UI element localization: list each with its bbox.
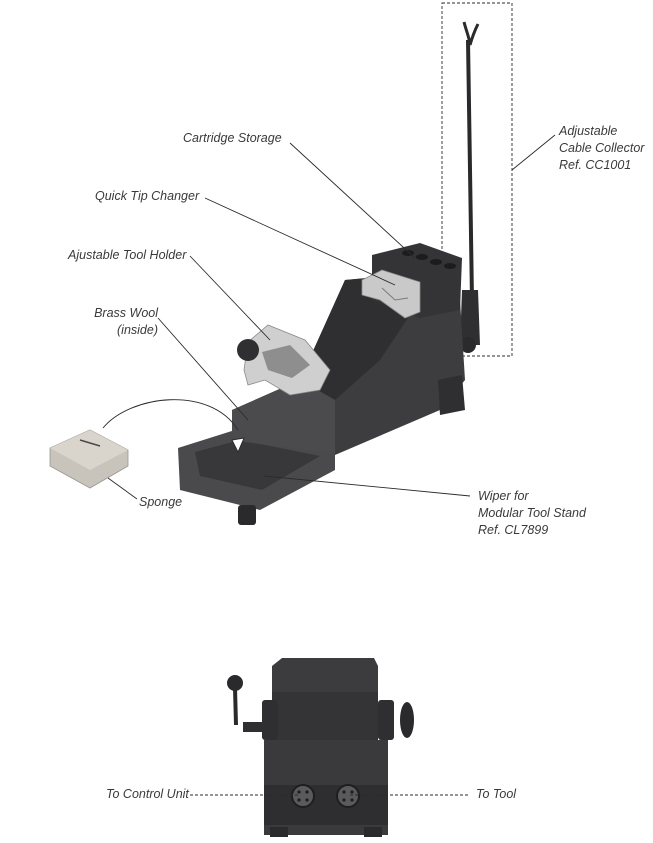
label-brass-wool: Brass Wool (inside) xyxy=(88,305,158,339)
sponge-arrow xyxy=(102,399,239,431)
leader-wiper xyxy=(263,475,471,497)
label-cable-collector: Adjustable Cable Collector Ref. CC1001 xyxy=(559,123,644,174)
label-sponge: Sponge xyxy=(139,495,183,509)
label-to-control-unit: To Control Unit xyxy=(106,787,189,801)
wiper-foot xyxy=(238,505,256,525)
stand-front-face xyxy=(232,380,335,455)
label-tool-holder: Ajustable Tool Holder xyxy=(68,248,187,262)
label-wiper-line3: Ref. CL7899 xyxy=(478,523,549,537)
cable-collector-knob xyxy=(460,337,476,353)
quick-tip-changer xyxy=(361,269,421,319)
wiper-tray-inner xyxy=(195,440,320,490)
sponge-top xyxy=(50,430,128,470)
leader-cartridge-storage xyxy=(289,142,416,259)
label-wiper-line1: Wiper for xyxy=(478,489,529,503)
cable-collector-dashed-box xyxy=(441,2,513,357)
tool-holder-knob xyxy=(237,339,259,361)
tool-holder-opening xyxy=(262,345,310,378)
label-wiper-line2: Modular Tool Stand xyxy=(478,506,586,520)
sponge-arrow-head xyxy=(231,437,245,454)
cable-collector-mount xyxy=(460,290,480,345)
label-cable-collector-line1: Adjustable xyxy=(559,124,618,138)
leader-brass-wool xyxy=(157,317,249,421)
leader-cable-collector xyxy=(511,134,556,171)
cable-collector-clip xyxy=(462,21,480,46)
leader-quick-tip-changer xyxy=(204,197,396,286)
cable-collector-rod xyxy=(466,39,474,301)
stand-right-foot xyxy=(438,375,465,415)
label-to-tool: To Tool xyxy=(476,787,517,801)
label-brass-wool-line2: (inside) xyxy=(117,323,158,337)
label-quick-tip-changer: Quick Tip Changer xyxy=(95,189,200,203)
label-wiper: Wiper for Modular Tool Stand Ref. CL7899 xyxy=(478,488,586,539)
label-cable-collector-line2: Cable Collector xyxy=(559,141,645,155)
leader-tool-holder xyxy=(189,255,271,341)
label-brass-wool-line1: Brass Wool xyxy=(94,306,158,320)
label-cartridge-storage: Cartridge Storage xyxy=(183,131,282,145)
leader-sponge xyxy=(107,477,138,500)
label-cable-collector-line3: Ref. CC1001 xyxy=(559,158,632,172)
rear-view-unit xyxy=(227,658,414,837)
